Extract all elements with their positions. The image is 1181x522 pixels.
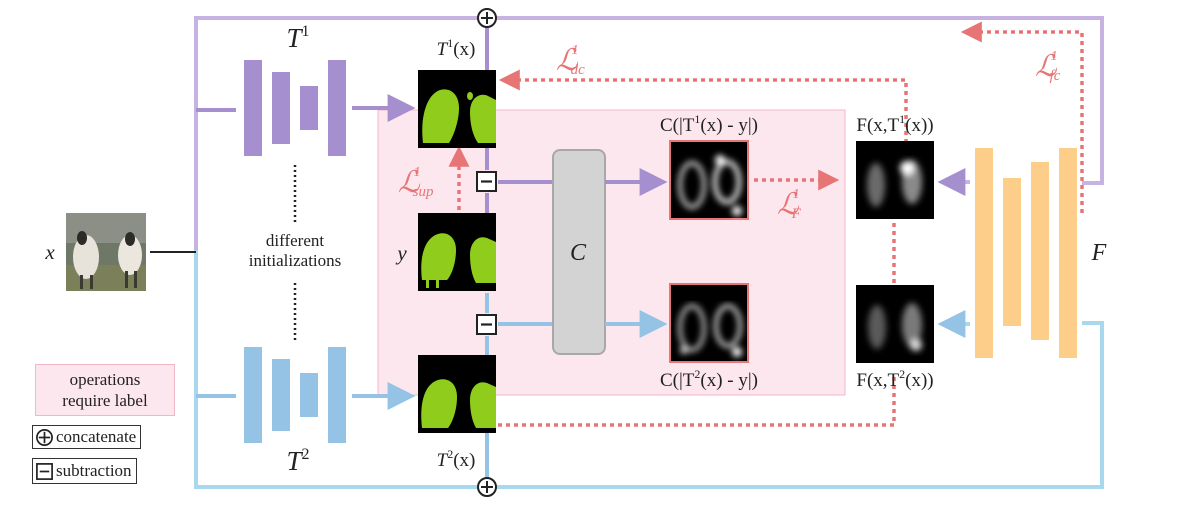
legend-concatenate: concatenate xyxy=(32,425,142,449)
legend-sub-label: subtraction xyxy=(56,461,132,480)
legend-subtraction: subtraction xyxy=(32,458,137,484)
legend-concat-label: concatenate xyxy=(56,427,137,446)
input-image xyxy=(66,213,146,291)
mask-t1x xyxy=(418,70,496,148)
loss-dc-bottom-path xyxy=(498,375,896,427)
legend-label-required: operations require label xyxy=(35,364,175,416)
label-t2: T2 xyxy=(286,446,309,476)
outer-loop-blue xyxy=(194,250,1104,489)
label-c-t2: C(|T2(x) - y|) xyxy=(660,367,758,391)
label-f-block: F xyxy=(1091,240,1107,266)
legend-pink-line2: require label xyxy=(62,391,148,410)
label-c-block: C xyxy=(570,240,587,266)
network-t2 xyxy=(244,347,346,443)
label-c-t1: C(|T1(x) - y|) xyxy=(660,112,758,136)
label-t1x: T1(x) xyxy=(437,36,476,60)
subtract-node-bottom xyxy=(476,314,497,335)
loss-dc-path xyxy=(498,69,908,167)
heatmap-c-t2 xyxy=(669,283,749,363)
heatmap-f-t2 xyxy=(856,285,934,363)
label-t2x: T2(x) xyxy=(437,447,476,471)
network-t1 xyxy=(244,60,346,156)
subtract-node-top xyxy=(476,171,497,192)
mask-y xyxy=(418,213,496,291)
outer-loop-purple xyxy=(194,16,1104,250)
label-f-t2: F(x,T2(x)) xyxy=(856,367,933,391)
label-initializations: initializations xyxy=(249,251,342,270)
network-f xyxy=(975,148,1077,358)
label-y: y xyxy=(395,241,407,265)
loss-fc-path xyxy=(960,21,1084,213)
label-t1: T1 xyxy=(286,23,309,53)
label-different: different xyxy=(266,231,324,250)
heatmap-c-t1 xyxy=(669,140,749,220)
concat-node-top xyxy=(477,8,497,28)
label-f-t1: F(x,T1(x)) xyxy=(856,112,933,136)
c-block xyxy=(552,149,606,355)
concat-node-bottom xyxy=(477,477,497,497)
circle-plus-icon xyxy=(36,428,53,446)
mask-t2x xyxy=(418,355,496,433)
label-x: x xyxy=(44,240,55,264)
heatmap-f-t1 xyxy=(856,141,934,219)
legend-pink-line1: operations xyxy=(69,370,141,389)
square-minus-icon xyxy=(36,462,53,480)
